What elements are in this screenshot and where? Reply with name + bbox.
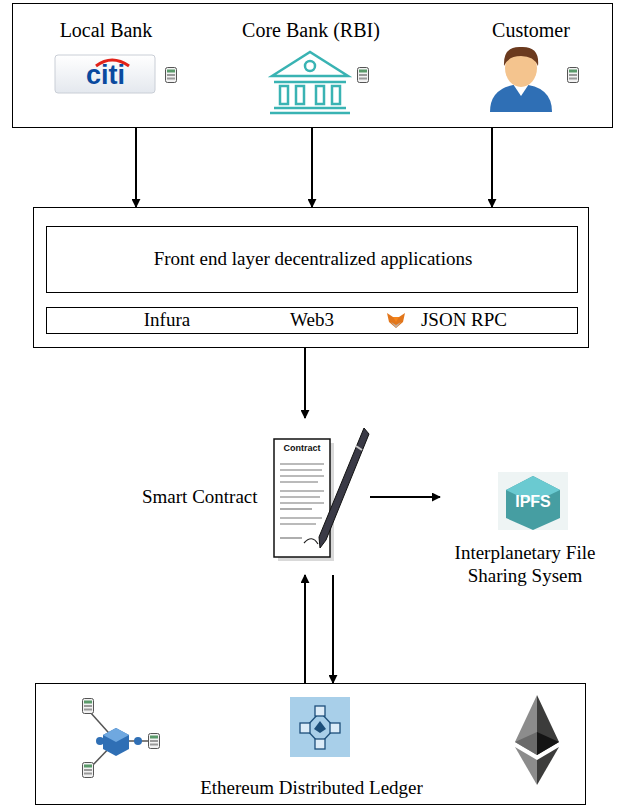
node-text: Web3: [267, 309, 357, 332]
node-text: IPFS: [498, 492, 568, 511]
api-box: Infura Web3 JSON RPC: [46, 307, 578, 334]
flow-arrow: [135, 128, 137, 207]
flow-arrow: [370, 496, 440, 498]
ipfs-logo: [498, 472, 568, 530]
node-text: Interplanetary File Sharing Sysem: [440, 542, 610, 588]
device-icon: [83, 763, 94, 778]
node-text: Smart Contract: [142, 486, 272, 509]
device-icon: [166, 68, 177, 83]
citi-logo: [55, 55, 155, 93]
icon-text: Contract: [276, 444, 328, 453]
dapp-box: Front end layer decentralized applicatio…: [46, 226, 578, 293]
ethereum-logo: [515, 695, 559, 785]
flow-arrow: [311, 128, 313, 207]
blockchain-icon: [290, 697, 350, 757]
flow-arrow: [491, 128, 493, 207]
contract-icon: [274, 428, 369, 561]
ledger-box: Ethereum Distributed Ledger: [35, 683, 586, 805]
flow-arrow: [332, 575, 334, 683]
network-icon: [90, 712, 148, 768]
node-text: Front end layer decentralized applicatio…: [51, 248, 575, 271]
customer-icon: [490, 47, 552, 112]
ipfs-node: IPFS Interplanetary File Sharing Sysem: [440, 470, 610, 605]
device-icon: [568, 68, 579, 83]
node-text: Ethereum Distributed Ledger: [36, 777, 587, 800]
node-text: Infura: [122, 309, 212, 332]
metamask-icon: [387, 313, 405, 328]
logo-text: citi: [58, 62, 153, 89]
frontend-layer-box: Front end layer decentralized applicatio…: [33, 207, 589, 348]
device-icon: [149, 734, 160, 749]
bank-icon: [270, 52, 350, 113]
smart-contract-node: Smart Contract: [120, 418, 370, 575]
node-text: JSON RPC: [409, 309, 519, 332]
device-icon: [83, 699, 94, 714]
node-text: Customer: [466, 18, 596, 42]
flow-arrow: [304, 348, 306, 418]
node-text: Core Bank (RBI): [221, 18, 401, 42]
flow-arrow: [304, 575, 306, 683]
node-text: Local Bank: [41, 18, 171, 42]
device-icon: [358, 68, 369, 83]
